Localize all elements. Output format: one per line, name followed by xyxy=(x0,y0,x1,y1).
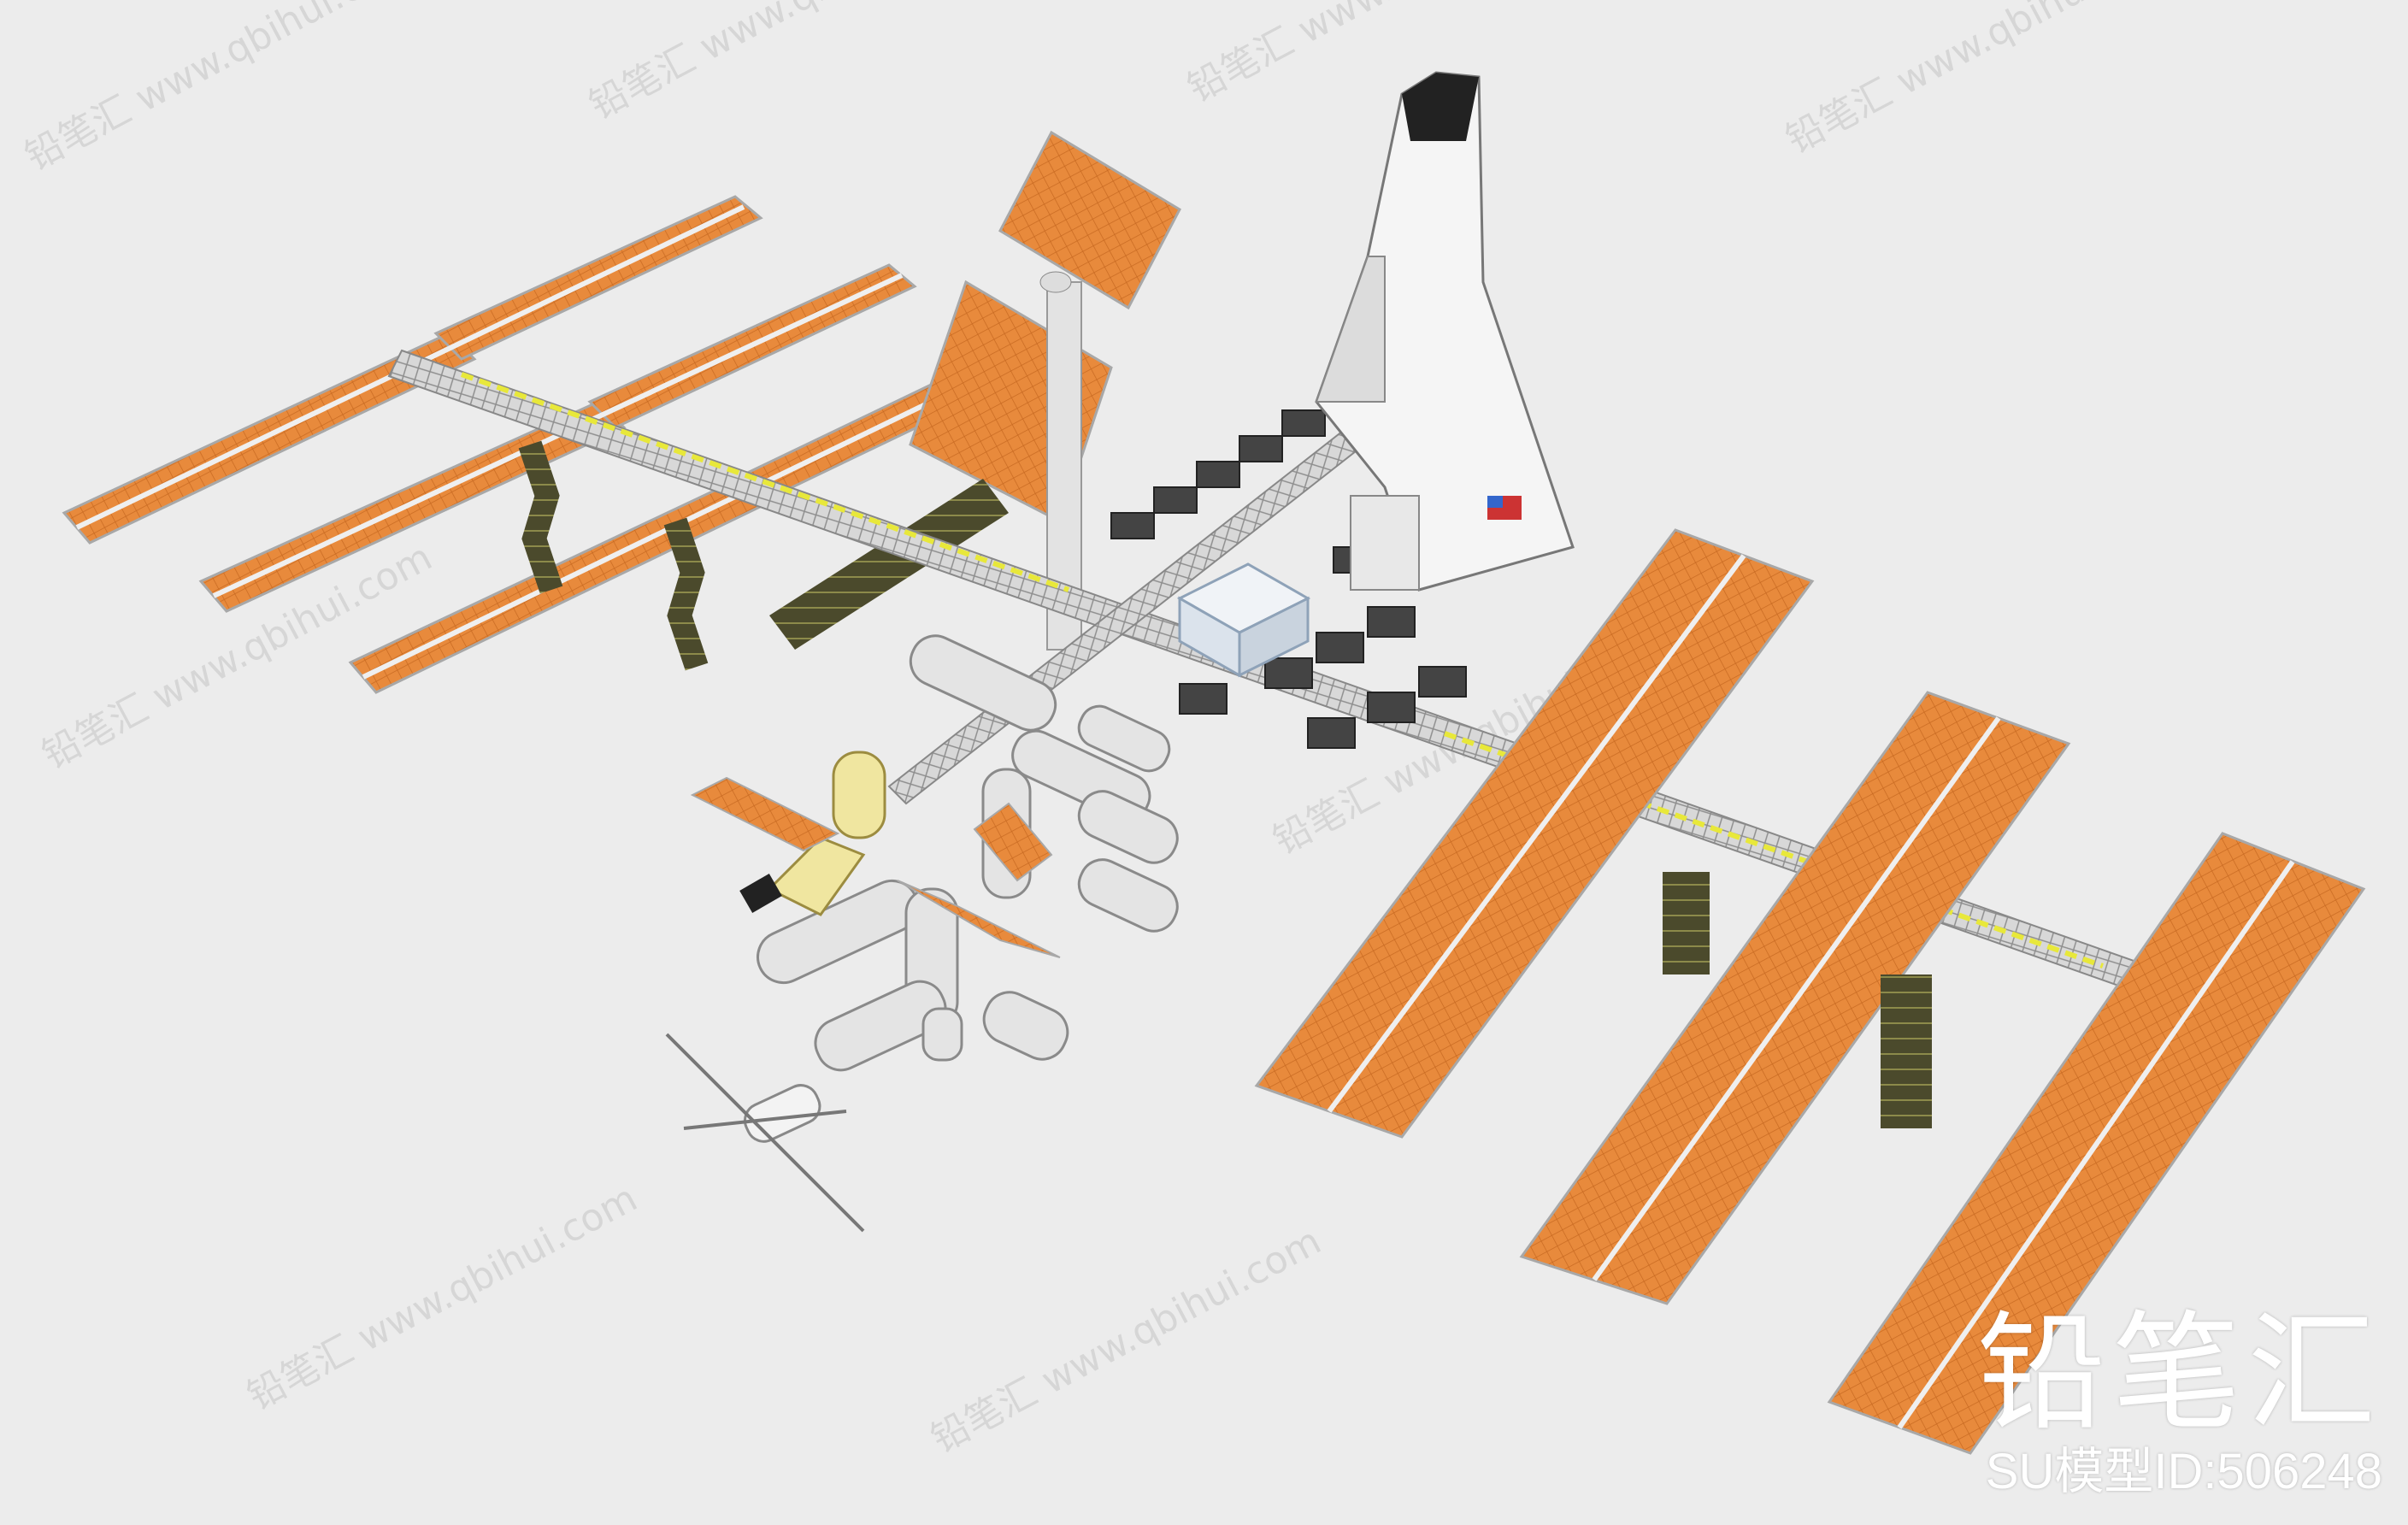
docked-spacecraft xyxy=(665,1033,865,1233)
svg-text:铅笔汇 www.qbihui.com: 铅笔汇 www.qbihui.com xyxy=(1180,0,1584,111)
svg-text:铅笔汇 www.qbihui.com: 铅笔汇 www.qbihui.com xyxy=(18,0,421,180)
right-solar-arrays xyxy=(1254,528,2366,1455)
svg-text:铅笔汇 www.qbihui.com: 铅笔汇 www.qbihui.com xyxy=(582,0,986,128)
yellow-module xyxy=(739,751,886,916)
upper-solar-arrays xyxy=(909,130,1181,524)
module-solar-panels xyxy=(690,776,1061,958)
svg-text:铅笔汇 www.qbihui.com: 铅笔汇 www.qbihui.com xyxy=(1779,0,2182,162)
watermark-model-id: SU模型ID:506248 xyxy=(1985,1444,2382,1500)
payload-box xyxy=(1176,562,1311,678)
right-radiators xyxy=(1663,872,1932,1128)
svg-text:铅笔汇 www.qbihui.com: 铅笔汇 www.qbihui.com xyxy=(924,1219,1328,1461)
station-modules xyxy=(757,634,1179,1072)
watermark-block: 铅笔汇 SU模型ID:506248 xyxy=(1977,1310,2382,1499)
space-shuttle xyxy=(1315,71,1575,592)
left-solar-arrays xyxy=(62,195,973,694)
svg-text:铅笔汇 www.qbihui.com: 铅笔汇 www.qbihui.com xyxy=(240,1176,644,1418)
watermark-logo: 铅笔汇 xyxy=(1976,1299,2382,1449)
left-radiators xyxy=(518,440,1009,671)
